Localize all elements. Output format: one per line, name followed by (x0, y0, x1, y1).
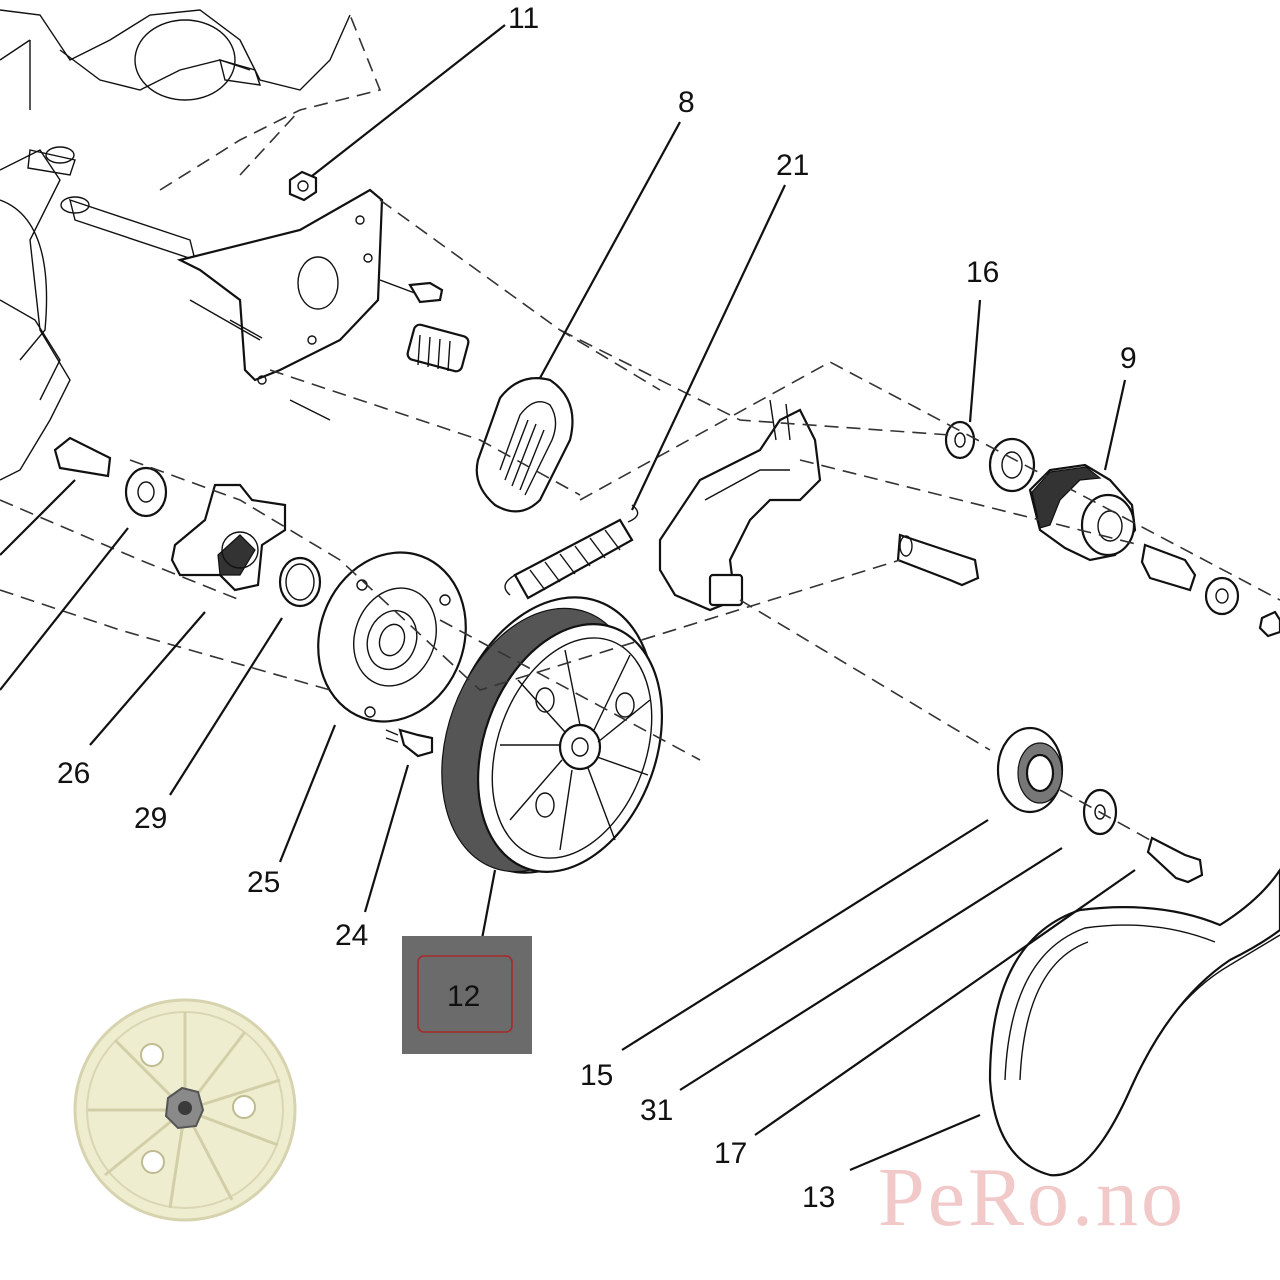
part-11-nut[interactable] (288, 170, 318, 202)
assembly-lines (0, 199, 1280, 841)
label-part-31: 31 (640, 1094, 673, 1127)
label-part-15: 15 (580, 1059, 613, 1092)
label-part-16: 16 (966, 256, 999, 289)
part-24-screw[interactable] (385, 728, 434, 758)
leader-lines (0, 24, 1136, 1172)
part-9-idler-pulley[interactable] (1028, 463, 1137, 562)
pulley-photo (73, 998, 297, 1222)
part-shoulder-bolt (53, 436, 112, 478)
spider-coupling (170, 483, 287, 592)
highlight-frame (417, 955, 513, 1033)
part-8-toothed-belt[interactable] (475, 377, 574, 513)
arm-pivot-bolt (896, 533, 980, 587)
part-26-washer[interactable] (124, 466, 168, 518)
label-part-25: 25 (247, 866, 280, 899)
part-15-bearing[interactable] (996, 726, 1064, 814)
part-25-hub-flange[interactable] (295, 532, 489, 743)
label-part-11: 11 (508, 2, 539, 35)
frame-left (0, 146, 196, 481)
part-21-spring[interactable] (504, 504, 639, 600)
mounting-plate (176, 188, 421, 421)
label-part-13: 13 (802, 1181, 835, 1214)
label-part-9: 9 (1120, 342, 1137, 375)
label-part-8: 8 (678, 86, 695, 119)
spacer-and-nut (1140, 543, 1280, 638)
label-part-29: 29 (134, 802, 167, 835)
label-part-26: 26 (57, 757, 90, 790)
part-16-washer[interactable] (944, 420, 976, 460)
part-13-drive-belt[interactable] (988, 868, 1280, 1177)
part-17-bolt[interactable] (1146, 836, 1204, 884)
idler-bearing-inner (988, 437, 1036, 493)
part-12-drive-pulley[interactable] (407, 568, 695, 902)
label-part-24: 24 (335, 919, 368, 952)
gearbox-housing (0, 9, 382, 191)
watermark: PeRo.no (878, 1151, 1186, 1244)
tension-arm (658, 399, 822, 612)
part-29-ring[interactable] (278, 556, 322, 608)
label-part-17: 17 (714, 1137, 747, 1170)
label-part-12[interactable]: 12 (447, 980, 480, 1013)
label-part-21: 21 (776, 149, 809, 182)
plate-bolts (406, 281, 470, 373)
